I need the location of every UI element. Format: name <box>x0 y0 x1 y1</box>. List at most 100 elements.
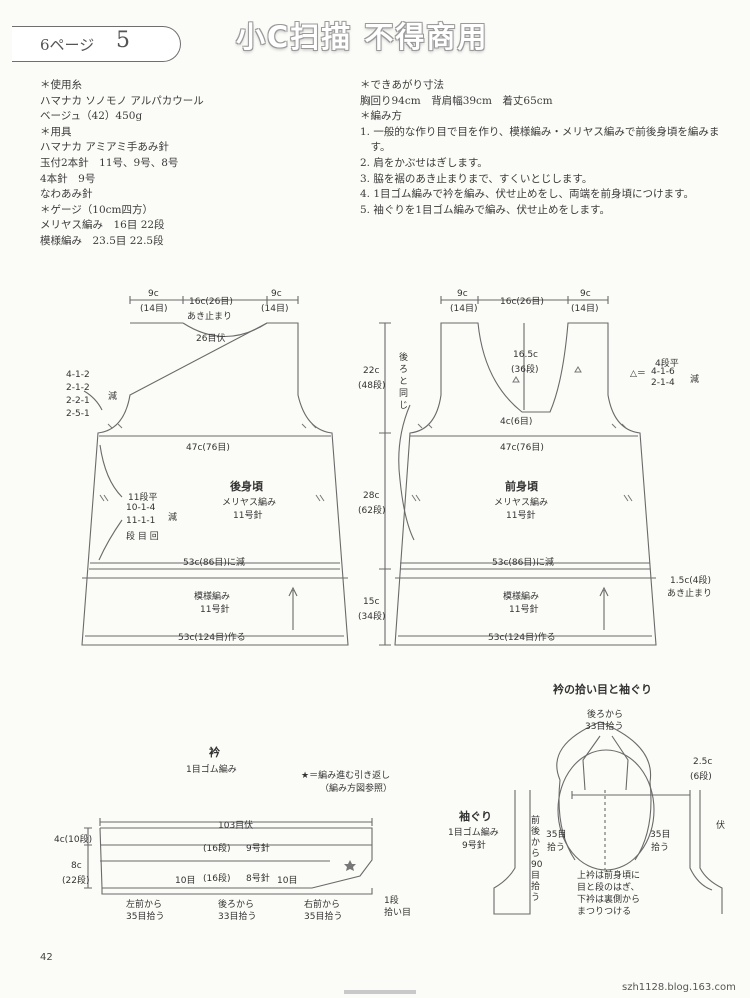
collar-row1-needle: 9号針 <box>246 844 270 854</box>
back-side-dec-3: 11-1-1 <box>126 516 156 526</box>
back-arm-dec-2: 2-1-2 <box>66 383 90 393</box>
height-mid-rows: (62段) <box>358 506 386 516</box>
materials-line: 4本針 9号 <box>40 172 96 185</box>
instruction-line: す。 <box>360 141 391 154</box>
back-side-dec-1: 11段平 <box>128 493 158 503</box>
back-neck-bindoff: 26目伏 <box>196 334 226 344</box>
materials-line: ハマナカ ソノモノ アルパカウール <box>40 94 204 107</box>
collar-pick-left-1: 左前から <box>126 900 163 910</box>
front-neck-depth: 16.5c <box>513 350 538 360</box>
back-arm-dec-4: 2-5-1 <box>66 409 90 419</box>
front-shoulder-left-st: (14目) <box>450 304 478 314</box>
page-footer-number: 42 <box>40 952 53 963</box>
front-cast-on: 53c(124目)作る <box>488 633 556 643</box>
scan-watermark: 小C扫描 不得商用 <box>236 20 489 54</box>
back-arm-dec-3: 2-2-1 <box>66 396 90 406</box>
materials-line: ＊ゲージ（10cm四方） <box>40 203 153 216</box>
collar-pick-center-2: 33目拾う <box>218 912 257 922</box>
back-pattern: 模様編み <box>194 592 231 602</box>
instructions-column: ＊できあがり寸法 胸回り94cm 背肩幅39cm 着丈65cm ＊編み方 1. … <box>360 78 719 218</box>
back-waist: 53c(86目)に減 <box>183 558 245 568</box>
front-neck-depth-rows: (36段) <box>511 365 539 375</box>
front-needle: 11号針 <box>506 511 536 521</box>
instruction-line: 5. 袖ぐりを1目ゴム編みで編み、伏せ止めをします。 <box>360 203 610 216</box>
back-neck-width: 16c(26目) <box>189 297 233 307</box>
front-panel-title: 前身頃 <box>505 480 538 493</box>
back-chest-width: 47c(76目) <box>186 443 230 453</box>
materials-line: メリヤス編み 16目 22段 <box>40 219 165 232</box>
sleeve-band-title: 袖ぐり <box>459 810 492 823</box>
page-label: 6ページ <box>40 36 95 54</box>
front-chest-width: 47c(76目) <box>500 443 544 453</box>
back-side-dec-4: 段 目 回 <box>126 532 159 542</box>
front-waist: 53c(86目)に減 <box>492 558 554 568</box>
back-panel-title: 後身頃 <box>230 480 263 493</box>
collar-sub: 1目ゴム編み <box>186 765 237 775</box>
collar-row2-needle: 8号針 <box>246 874 270 884</box>
height-low: 15c <box>363 597 380 607</box>
armhole-note-4: まつりつける <box>577 907 632 917</box>
back-outline <box>81 322 349 646</box>
armhole-title: 衿の拾い目と袖ぐり <box>553 683 652 696</box>
back-shoulder-right: 9c <box>271 289 282 299</box>
back-arm-dec-1: 4-1-2 <box>66 370 90 380</box>
materials-line: 玉付2本針 11号、9号、8号 <box>40 156 179 169</box>
front-neck-width: 16c(26目) <box>500 297 544 307</box>
front-pattern: 模様編み <box>503 592 540 602</box>
pick-left-35b: 拾う <box>547 843 566 853</box>
page-header-box <box>12 26 181 62</box>
instruction-line: ＊できあがり寸法 <box>360 79 444 91</box>
instruction-line: 2. 肩をかぶせはぎします。 <box>360 156 488 169</box>
back-shoulder-right-st: (14目) <box>261 304 289 314</box>
front-same-as-back: 後ろと同じ <box>399 353 409 411</box>
front-neck-dec-1: 4段平 <box>655 359 679 369</box>
bottom-divider <box>344 990 416 994</box>
armhole-note-1: 上衿は前身頃に <box>577 871 641 881</box>
armhole-right-width: 2.5c <box>693 757 713 767</box>
materials-line: ベージュ（42）450g <box>40 110 143 123</box>
collar-one-row-2: 拾い目 <box>384 908 412 918</box>
height-upper-rows: (48段) <box>358 381 386 391</box>
pick-left-35: 35目 <box>546 830 567 840</box>
back-arm-dec-mark: 減 <box>108 392 118 402</box>
back-side-dec-2: 10-1-4 <box>126 503 156 513</box>
front-neck-bottom: 4c(6目) <box>500 417 533 427</box>
armhole-back-pick-2: 33目拾う <box>585 722 624 732</box>
materials-line: ＊用具 <box>40 125 72 138</box>
back-shoulder-left-st: (14目) <box>140 304 168 314</box>
collar-outline <box>99 827 373 889</box>
collar-h2: 8c <box>71 861 82 871</box>
instruction-line: 胸回り94cm 背肩幅39cm 着丈65cm <box>360 94 553 107</box>
collar-one-row-1: 1段 <box>384 896 399 906</box>
collar-row1: (16段) <box>203 844 231 854</box>
collar-h2-rows: (22段) <box>62 876 90 886</box>
armhole-note-2: 目と段のはぎ、 <box>577 883 640 893</box>
back-cast-on: 53c(124目)作る <box>178 633 246 643</box>
back-shoulder-left: 9c <box>148 289 159 299</box>
collar-note2: （編み方図参照） <box>320 784 393 794</box>
instruction-line: ＊編み方 <box>360 110 402 123</box>
back-pattern-needle: 11号針 <box>200 605 230 615</box>
instruction-line: 1. 一般的な作り目で目を作り、模様編み・メリヤス編みで前後身頃を編みま <box>360 125 720 138</box>
collar-ten-left: 10目 <box>175 876 196 886</box>
height-low-rows: (34段) <box>358 612 386 622</box>
back-stitch: メリヤス編み <box>222 498 277 508</box>
front-slit-note: あき止まり <box>667 589 713 599</box>
collar-note1: ★＝編み進む引き返し <box>301 771 391 781</box>
back-needle: 11号針 <box>233 511 263 521</box>
collar-top: 103目伏 <box>218 821 254 831</box>
collar-row2: (16段) <box>203 874 231 884</box>
front-back-vertical: 前後から90目拾う <box>531 816 543 903</box>
sleeve-band-needle: 9号針 <box>462 841 486 851</box>
armhole-note-3: 下衿は裏側から <box>577 895 641 905</box>
materials-line: なわあみ針 <box>40 188 93 201</box>
pick-right-35: 35目 <box>650 830 671 840</box>
height-upper: 22c <box>363 366 380 376</box>
back-side-dec-mark: 減 <box>168 513 178 523</box>
height-mid: 28c <box>363 491 380 501</box>
collar-pick-right-2: 35目拾う <box>304 912 343 922</box>
materials-column: ＊使用糸 ハマナカ ソノモノ アルパカウール ベージュ（42）450g ＊用具 … <box>40 78 204 250</box>
collar-title: 衿 <box>209 746 220 759</box>
blog-url: szh1128.blog.163.com <box>622 982 736 993</box>
